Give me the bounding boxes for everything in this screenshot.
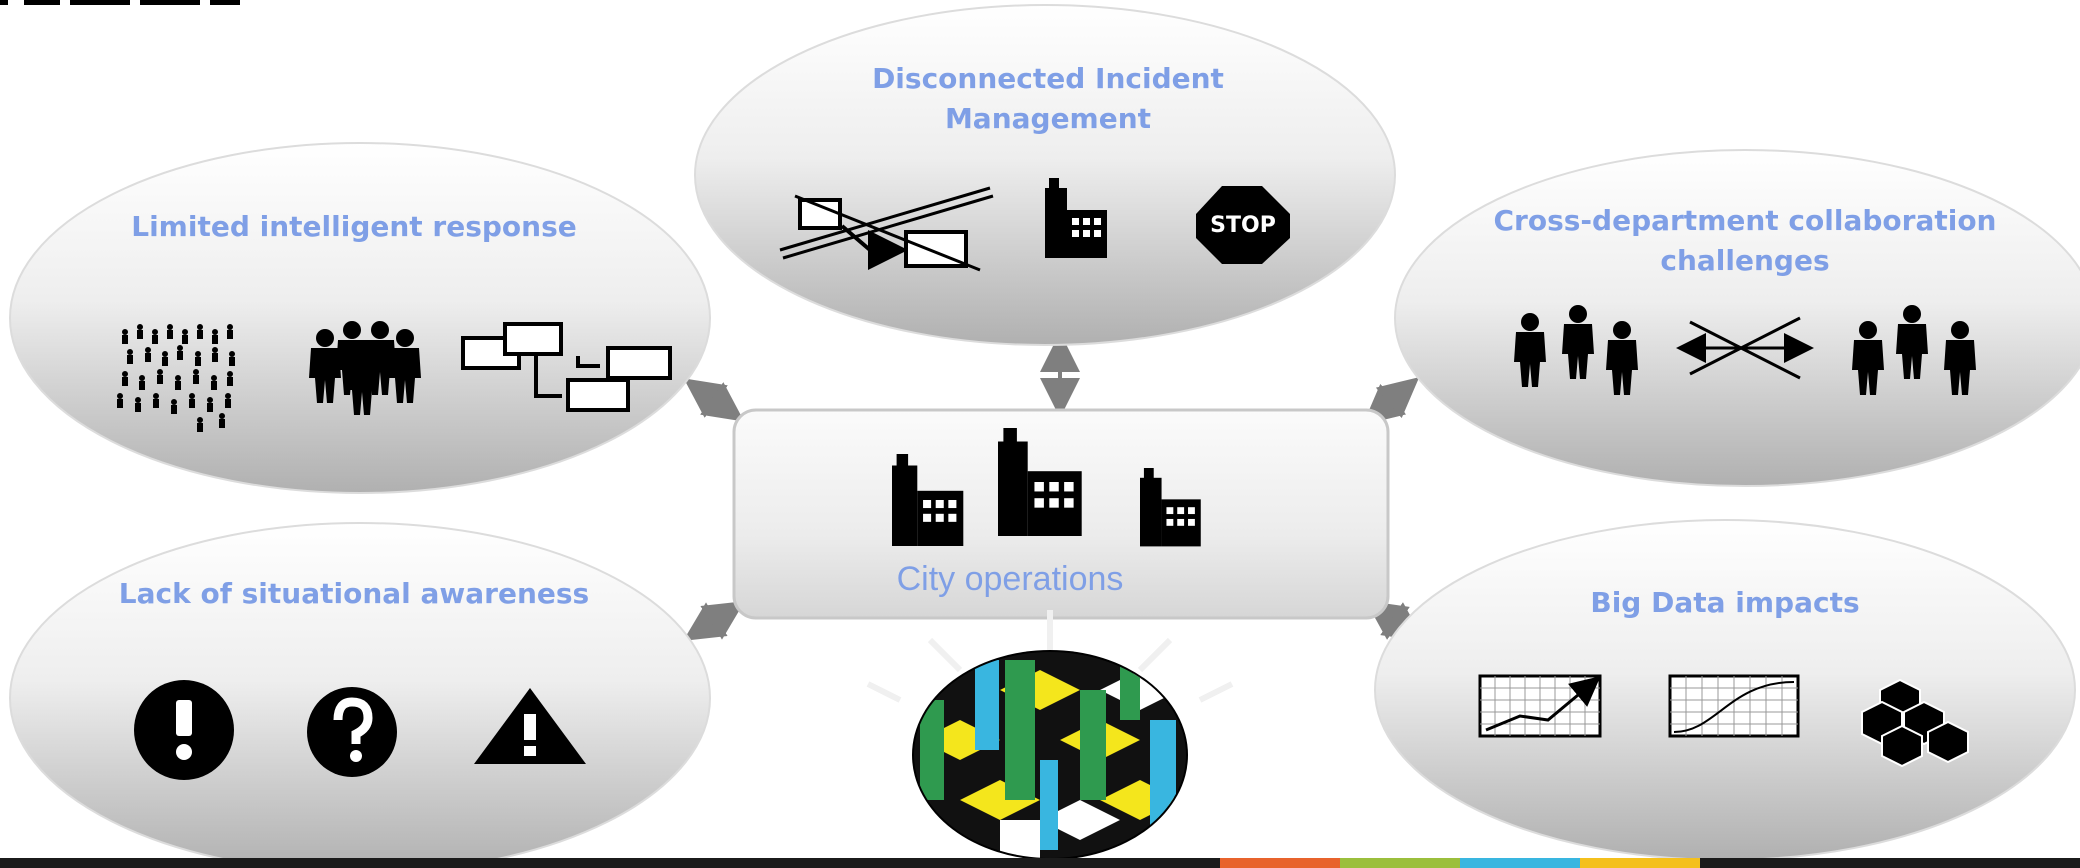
footer-bar [0, 858, 2080, 868]
city-operations-label: City operations [897, 560, 1124, 598]
city-operations-box: City operations [732, 408, 1390, 620]
blocked-exchange-icon [1676, 316, 1814, 380]
connector-collab [1362, 377, 1420, 425]
exclamation-circle-icon [134, 680, 234, 780]
line-chart-icon [1478, 674, 1602, 738]
collab-title-line2: challenges [1660, 244, 1829, 277]
process-flow-icon [461, 322, 672, 412]
disconnected-flow-icon [779, 186, 994, 272]
bigdata-title: Big Data impacts [1590, 586, 1859, 619]
response-title: Limited intelligent response [131, 210, 577, 243]
data-cubes-icon [1861, 678, 1969, 768]
bubble-cross-department: Cross-department collaboration challenge… [1394, 149, 2080, 487]
bubble-big-data: Big Data impacts [1374, 519, 2076, 861]
question-circle-icon [307, 687, 397, 777]
smarter-city-logo [866, 610, 1234, 860]
incident-title-line1: Disconnected Incident [872, 62, 1224, 95]
warning-triangle-icon [474, 688, 586, 764]
incident-title-line2: Management [945, 102, 1151, 135]
svg-text:STOP: STOP [1210, 213, 1276, 238]
s-curve-chart-icon [1668, 674, 1800, 738]
stop-sign-icon: STOP [1196, 186, 1290, 264]
bubble-incident-management: Disconnected Incident Management STOP [694, 4, 1396, 346]
connector-response [683, 378, 745, 422]
connector-awareness [683, 601, 745, 641]
bubble-limited-response: Limited intelligent response [9, 142, 711, 494]
collab-title-line1: Cross-department collaboration [1493, 204, 1996, 237]
bubble-situational-awareness: Lack of situational awareness [9, 522, 711, 868]
awareness-title: Lack of situational awareness [119, 577, 589, 610]
